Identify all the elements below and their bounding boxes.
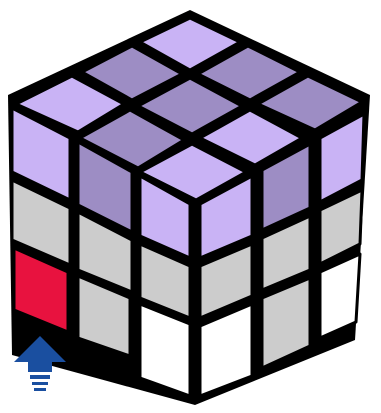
arrow-bar-2 [32, 382, 48, 385]
arrow-bar-1 [30, 375, 50, 379]
arrow-bar-3 [34, 388, 46, 391]
